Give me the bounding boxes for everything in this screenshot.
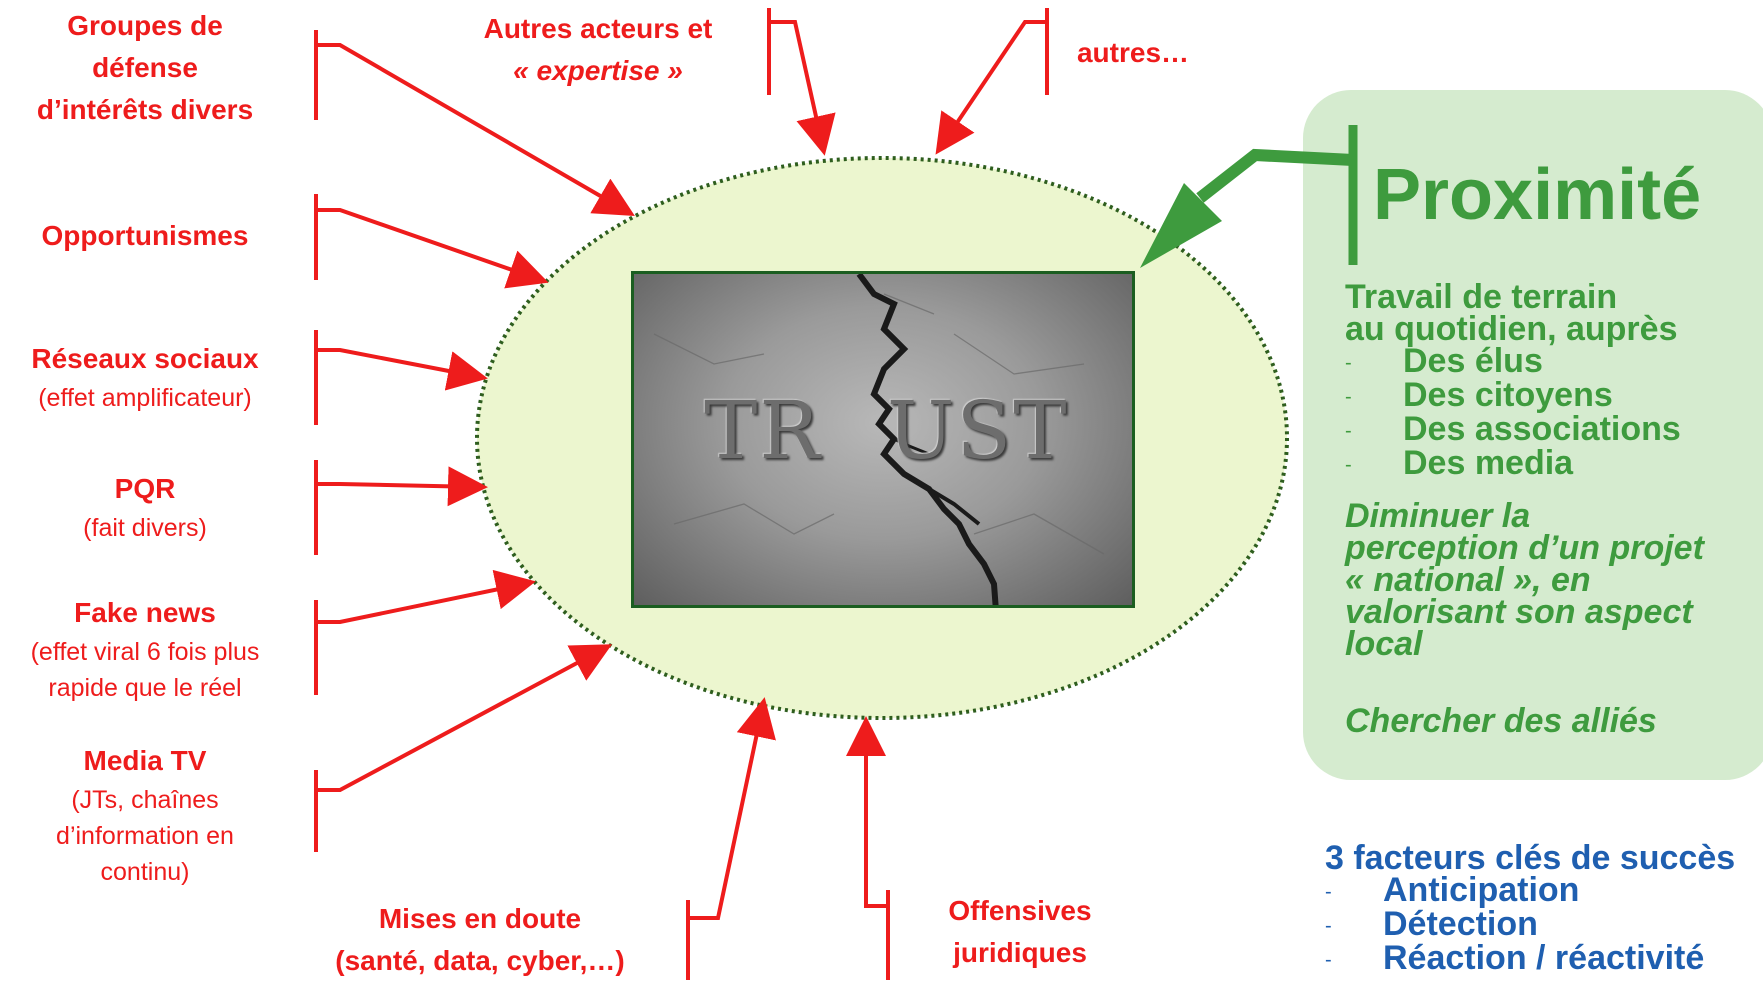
- opportunismes-title: Opportunismes: [41, 220, 249, 251]
- connector-opportunismes: [314, 194, 549, 289]
- pqr-sub: (fait divers): [83, 514, 207, 542]
- list-item: -Des citoyens: [1345, 376, 1613, 415]
- italic-line: valorisant son aspect: [1345, 593, 1693, 631]
- pqr-title: PQR: [114, 473, 176, 504]
- connector-fake: [314, 569, 536, 695]
- list-item: -Des élus: [1345, 342, 1543, 380]
- autres-acteurs-line2: « expertise »: [513, 55, 683, 86]
- mises-line1: Mises en doute: [378, 903, 582, 934]
- fake-title: Fake news: [74, 597, 216, 628]
- mises-line2: (santé, data, cyber,…): [335, 945, 625, 976]
- label-media-tv: Media TV (JTs, chaînes d’information en …: [5, 740, 285, 890]
- italic-line: « national », en: [1345, 561, 1591, 599]
- green-arrow: [1140, 125, 1358, 268]
- label-autres: autres…: [1063, 32, 1203, 74]
- proximite-italic-block: Diminuer la perception d’un projet « nat…: [1345, 497, 1704, 663]
- groupes-line2: défense: [92, 52, 198, 83]
- connector-media: [314, 644, 613, 852]
- groupes-line3: d’intérêts divers: [36, 94, 254, 125]
- success-title: 3 facteurs clés de succès: [1325, 839, 1736, 877]
- proximite-panel: [1303, 90, 1763, 780]
- autres-acteurs-line1: Autres acteurs et: [483, 13, 713, 44]
- connector-reseaux: [314, 330, 488, 425]
- label-groupes: Groupes de défense d’intérêts divers: [5, 5, 285, 131]
- label-autres-acteurs: Autres acteurs et « expertise »: [448, 8, 748, 92]
- label-mises-en-doute: Mises en doute (santé, data, cyber,…): [310, 898, 650, 982]
- reseaux-title: Réseaux sociaux: [31, 343, 259, 374]
- proximite-allies: Chercher des alliés: [1345, 702, 1657, 740]
- success-factors: 3 facteurs clés de succès -Anticipation …: [1325, 839, 1736, 978]
- connector-pqr: [314, 460, 488, 555]
- proximite-intro2: au quotidien, auprès: [1345, 310, 1678, 348]
- media-sub2: d’information en: [56, 822, 234, 850]
- list-item: -Réaction / réactivité: [1325, 939, 1705, 978]
- fake-sub1: (effet viral 6 fois plus: [30, 638, 260, 666]
- italic-line: perception d’un projet: [1345, 529, 1704, 567]
- connector-offensives: [846, 716, 890, 980]
- proximite-intro1: Travail de terrain: [1345, 278, 1618, 316]
- list-item: -Des media: [1345, 444, 1574, 483]
- trust-image: TR UST: [631, 271, 1135, 608]
- trust-right-word: UST: [887, 384, 1069, 477]
- connector-autres-acteurs: [767, 8, 836, 156]
- connector-mises: [686, 697, 776, 980]
- media-title: Media TV: [83, 745, 207, 776]
- offensives-line1: Offensives: [948, 895, 1092, 926]
- autres-text: autres…: [1076, 37, 1190, 68]
- media-sub1: (JTs, chaînes: [71, 786, 219, 814]
- connector-groupes: [314, 30, 635, 217]
- fake-sub2: rapide que le réel: [48, 674, 242, 702]
- list-item: -Des associations: [1345, 410, 1681, 449]
- proximite-list: Travail de terrain au quotidien, auprès …: [1345, 278, 1681, 483]
- reseaux-sub: (effet amplificateur): [38, 384, 252, 412]
- italic-line: local: [1345, 625, 1423, 663]
- label-opportunismes: Opportunismes: [5, 215, 285, 257]
- trust-left-word: TR: [704, 384, 822, 477]
- groupes-line1: Groupes de: [67, 10, 223, 41]
- label-reseaux: Réseaux sociaux (effet amplificateur): [0, 338, 290, 416]
- list-item: -Anticipation: [1325, 871, 1580, 909]
- offensives-line2: juridiques: [953, 937, 1087, 968]
- label-fake-news: Fake news (effet viral 6 fois plus rapid…: [0, 592, 290, 706]
- label-offensives: Offensives juridiques: [915, 890, 1125, 974]
- media-sub3: continu): [100, 858, 190, 886]
- label-pqr: PQR (fait divers): [5, 468, 285, 546]
- proximite-title: Proximité: [1373, 155, 1702, 235]
- italic-line: Diminuer la: [1345, 497, 1531, 535]
- connector-autres: [935, 8, 1049, 155]
- list-item: -Détection: [1325, 905, 1538, 944]
- crack-drawing: [653, 274, 1105, 605]
